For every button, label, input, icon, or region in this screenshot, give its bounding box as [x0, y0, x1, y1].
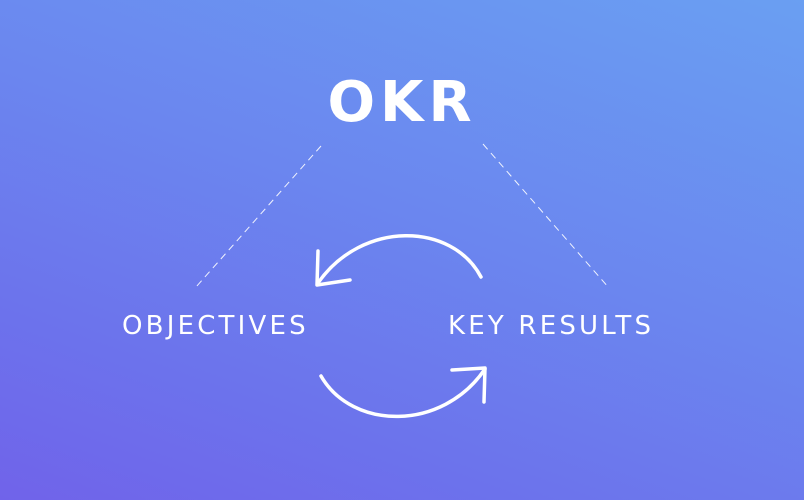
curved-arrow-left-icon	[315, 234, 483, 287]
objectives-label: OBJECTIVES	[122, 311, 309, 341]
key-results-label: KEY RESULTS	[448, 311, 655, 341]
dashed-connector-right	[482, 143, 610, 289]
dashed-connector-left	[195, 145, 322, 288]
diagram-title: OKR	[327, 70, 477, 135]
curved-arrow-right-icon	[319, 366, 487, 419]
